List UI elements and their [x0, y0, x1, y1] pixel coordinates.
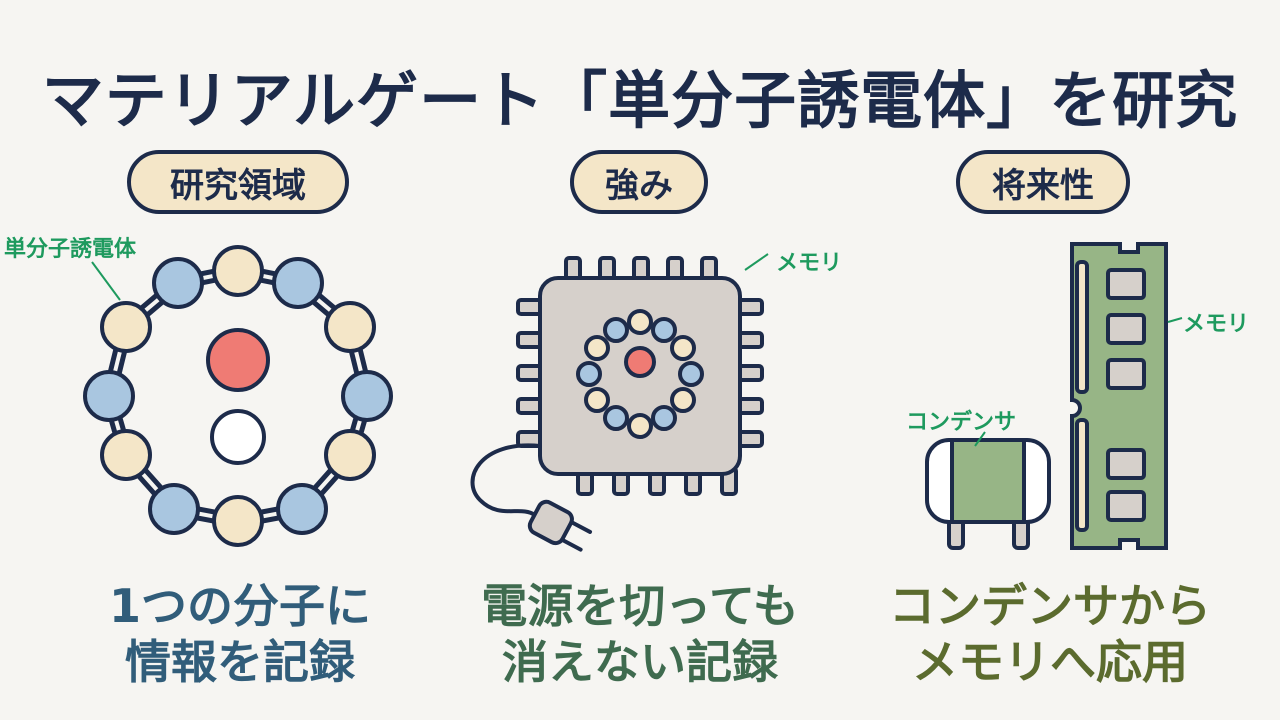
atom-cream [212, 495, 264, 547]
callout-line-molecule [91, 261, 121, 301]
callout-label-chip-memory: メモリ [776, 251, 843, 276]
callout-line-chip-memory [744, 253, 769, 271]
callout-label-memory: メモリ [1183, 312, 1250, 337]
power-plug-icon [470, 443, 593, 552]
caption-strength-line-2: 消えない記録 [502, 635, 778, 689]
caption-future-line-2: メモリへ応用 [912, 635, 1188, 689]
page-title: マテリアルゲート「単分子誘電体」を研究 [41, 64, 1239, 137]
atom-cream [324, 301, 376, 353]
center-atom-red [206, 328, 270, 392]
atom-cream [100, 429, 152, 481]
caption-future-line-1: コンデンサから [889, 579, 1211, 633]
heading-strength: 強み [570, 150, 708, 214]
atom-blue [148, 483, 200, 535]
atom-cream [212, 245, 264, 297]
memory-chips [1106, 268, 1146, 522]
heading-research: 研究領域 [127, 150, 349, 214]
atom-blue [341, 370, 393, 422]
atom-cream [324, 429, 376, 481]
heading-future: 将来性 [956, 150, 1130, 214]
chip-molecule [576, 309, 704, 439]
molecule-icon [83, 245, 393, 547]
caption-future: コンデンサから メモリへ応用 [875, 578, 1225, 690]
caption-research-line-2: 情報を記録 [125, 635, 355, 689]
callout-line-capacitor [974, 431, 986, 447]
caption-research: 1つの分子に 情報を記録 [70, 578, 410, 690]
callout-line-memory [1167, 317, 1183, 323]
callout-label-molecule: 単分子誘電体 [4, 237, 137, 262]
capacitor-icon [925, 438, 1051, 550]
atom-blue [152, 257, 204, 309]
chip-icon [516, 256, 764, 496]
center-atom-empty [210, 409, 266, 465]
memory-module-icon [1070, 242, 1168, 550]
caption-research-line-1: 1つの分子に [108, 579, 371, 633]
callout-label-capacitor: コンデンサ [906, 410, 1017, 435]
atom-blue [276, 483, 328, 535]
caption-strength-line-1: 電源を切っても [481, 579, 799, 633]
atom-cream [100, 301, 152, 353]
caption-strength: 電源を切っても 消えない記録 [460, 578, 820, 690]
atom-blue [83, 370, 135, 422]
atom-blue [272, 257, 324, 309]
